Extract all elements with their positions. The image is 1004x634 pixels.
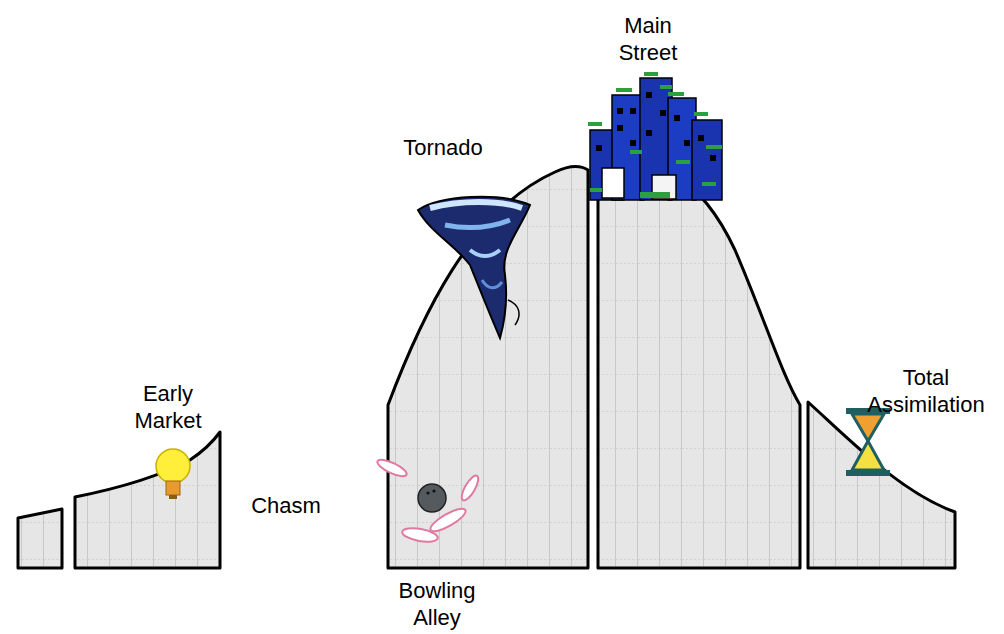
stage-label: Total Assimilation xyxy=(856,364,996,418)
main-street-segment xyxy=(598,159,800,568)
assimilation-segment xyxy=(808,402,955,568)
stage-label: Tornado xyxy=(388,134,498,161)
stage-label: Main Street xyxy=(603,12,693,66)
city-icon xyxy=(588,72,722,200)
stage-label: Early Market xyxy=(118,380,218,434)
innovators-segment xyxy=(18,509,62,568)
tornado-icon xyxy=(418,197,530,338)
hourglass-icon xyxy=(846,408,890,476)
light-bulb-icon xyxy=(156,449,190,499)
early-market-segment xyxy=(75,432,220,568)
bowling-icon xyxy=(375,457,481,544)
stage-label: Bowling Alley xyxy=(387,577,487,631)
bowling-tornado-segment xyxy=(388,166,588,568)
stage-label: Chasm xyxy=(236,492,336,519)
